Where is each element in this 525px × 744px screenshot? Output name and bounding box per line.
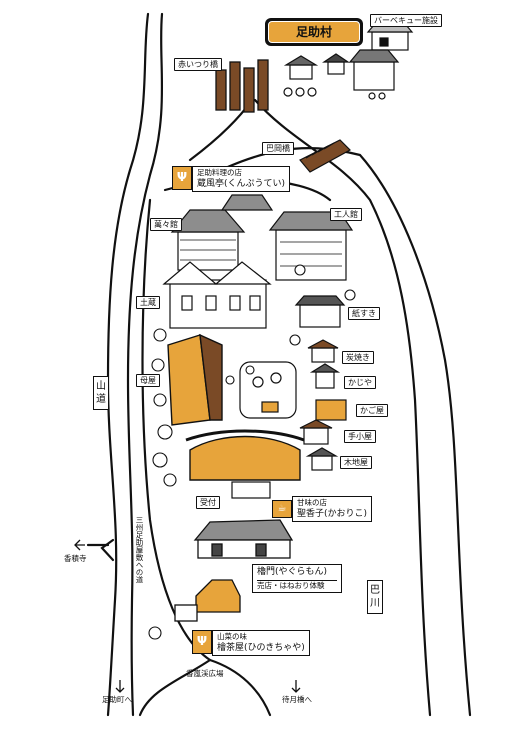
- label-yamamichi: 山道: [93, 376, 109, 410]
- kaoriko-name: 聖香子(かおりこ): [297, 509, 368, 519]
- bbq-building: [366, 24, 414, 51]
- dir-parking: 香嵐渓広場: [186, 669, 224, 678]
- reception-longhouse: [185, 429, 305, 481]
- label-uketsuke: 受付: [196, 496, 220, 509]
- courtyard: [239, 361, 297, 419]
- kunpu-plate: 足助料理の店 蔵風亭(くんぷうてい): [192, 166, 291, 192]
- kaoriko-cafe-icon: ☕: [272, 500, 292, 518]
- hinokiya-sub: 山菜の味: [217, 632, 247, 641]
- kaoriko-plate: 甘味の店 聖香子(かおりこ): [292, 496, 373, 522]
- fork-knife-icon: Ψ: [196, 634, 208, 648]
- label-kajiya: かじや: [344, 376, 376, 389]
- label-kagoya: かご屋: [356, 404, 388, 417]
- label-kamisuki: 紙すき: [348, 307, 380, 320]
- kunpu-name: 蔵風亭(くんぷうてい): [197, 179, 286, 189]
- lower-path: [138, 658, 212, 717]
- arrow-down-left: [115, 680, 125, 693]
- kunpu-food-icon: Ψ: [172, 166, 192, 190]
- yagura-gate-plate: 櫓門(やぐらもん) 売店・はねおり体験: [252, 564, 342, 593]
- coffee-cup-icon: ☕: [277, 503, 287, 514]
- hinokiya-plate: 山菜の味 檜茶屋(ひのきちゃや): [212, 630, 310, 656]
- dozo-building: [162, 261, 272, 329]
- label-mikuni-bridge: 巴岡橋: [262, 142, 294, 155]
- manjukan-building: [170, 209, 246, 271]
- north-cottages: [283, 49, 400, 100]
- label-kijiya: 木地屋: [340, 456, 372, 469]
- road-inner-left: [126, 12, 164, 717]
- right-shops: [294, 295, 347, 471]
- label-akaitsuribashi: 赤いつり橋: [174, 58, 222, 71]
- yagura-gate-building: [193, 519, 294, 559]
- hinokiya-food-icon: Ψ: [192, 630, 212, 654]
- dir-bottom-left: 足助町へ: [102, 695, 132, 704]
- uketsuke-building: [231, 481, 271, 499]
- dir-left-arrow: 香積寺: [64, 554, 87, 563]
- kunpu-roof: [220, 194, 274, 211]
- hinokiya-building: [174, 579, 241, 622]
- title-badge: 足助村: [265, 18, 363, 46]
- yagura-gate-sub: 売店・はねおり体験: [257, 580, 337, 591]
- red-suspension-bridge: [215, 59, 269, 113]
- hinokiya-name: 檜茶屋(ひのきちゃや): [217, 643, 305, 653]
- village-path-west: [141, 198, 272, 717]
- label-omoya: 母屋: [136, 374, 160, 387]
- side-road-notch: [100, 538, 115, 562]
- kojinkan-building: [268, 211, 354, 281]
- omoya-building: [167, 333, 223, 426]
- label-sumiyaki: 炭焼き: [342, 351, 374, 364]
- label-hanagoya: 手小屋: [344, 430, 376, 443]
- yagura-gate-name: 櫓門(やぐらもん): [257, 567, 328, 577]
- label-bbq: バーベキュー施設: [370, 14, 442, 27]
- kunpu-sub: 足助料理の店: [197, 168, 242, 177]
- arrow-down-right: [291, 680, 301, 693]
- dir-to-guide: 三州足助屋敷への道: [135, 516, 144, 584]
- label-manjukan: 萬々館: [150, 218, 182, 231]
- label-tomoegawa: 巴川: [367, 580, 383, 614]
- trees: [148, 264, 356, 640]
- label-kojinkan: 工人館: [330, 208, 362, 221]
- fork-knife-icon: Ψ: [176, 170, 188, 184]
- kaoriko-sub: 甘味の店: [297, 498, 327, 507]
- arrow-left: [74, 539, 85, 551]
- direction-arrows: [74, 539, 301, 693]
- dir-bottom-right: 待月橋へ: [282, 695, 312, 704]
- mikuni-bridge-stairs: [299, 139, 351, 173]
- map-title: 足助村: [268, 21, 360, 43]
- label-dozo: 土蔵: [136, 296, 160, 309]
